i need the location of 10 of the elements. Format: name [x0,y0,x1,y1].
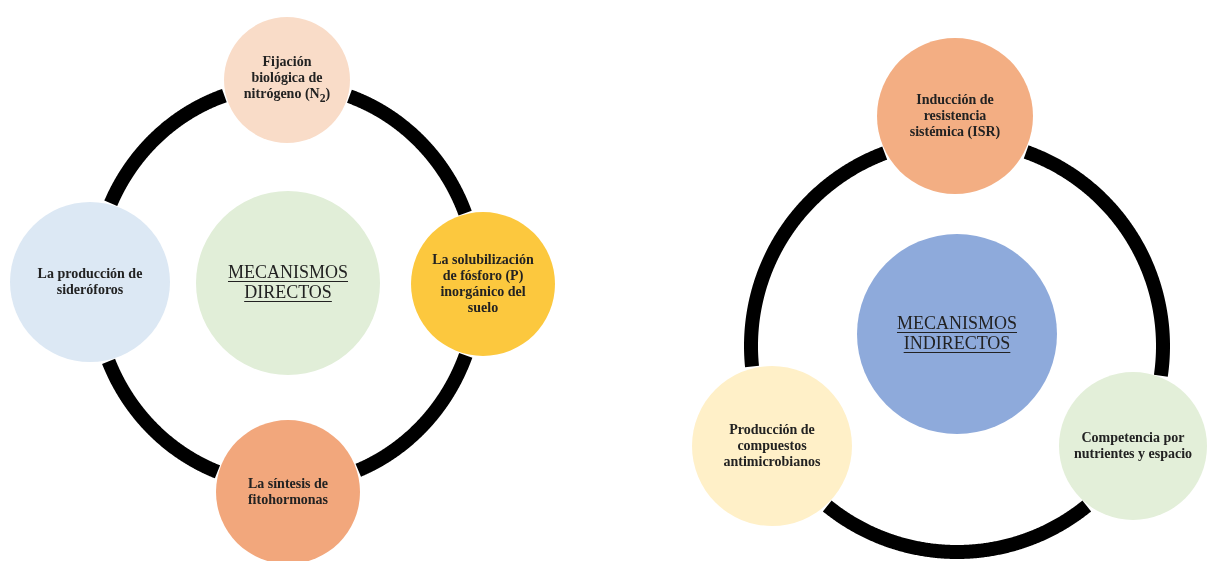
mechanism-label: Fijación biológica de nitrógeno (N$_{2}$) [242,54,332,106]
center-title: MECANISMOS INDIRECTOS [896,314,1018,354]
center-title: MECANISMOS DIRECTOS [227,263,349,303]
mechanism-label: La producción de sideróforos [36,265,144,299]
mechanism-label: Competencia por nutrientes y espacio [1073,429,1193,463]
mechanism-label: Producción de compuestos antimicrobianos [722,421,822,471]
ring-segment [821,499,1093,559]
mechanism-label: Inducción de resistencia sistémica (ISR) [908,91,1002,141]
mechanism-label: La solubilización de fósforo (P) inorgánico del suelo [431,251,535,317]
mechanism-label: La síntesis de fitohormonas [246,475,330,509]
